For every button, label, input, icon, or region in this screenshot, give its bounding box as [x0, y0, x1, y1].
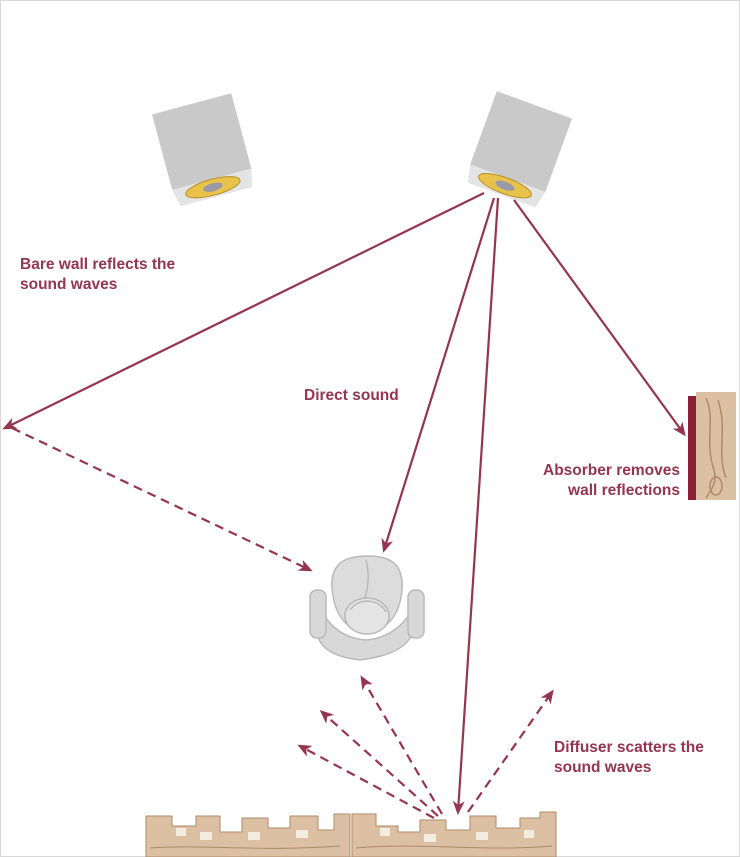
arrow-direct-sound — [381, 197, 496, 553]
absorber-label-line-2: wall reflections — [568, 482, 680, 499]
scatter-arrow-3 — [360, 675, 443, 815]
diffuser-label-line-1: Diffuser scatters the — [554, 739, 704, 756]
diffuser-label: Diffuser scatters the sound waves — [554, 738, 704, 778]
scatter-arrow-4 — [467, 689, 554, 813]
absorber-label-line-1: Absorber removes — [543, 462, 680, 479]
wood-absorber-icon — [688, 392, 736, 500]
right-speaker-icon — [467, 91, 573, 208]
wood-diffuser-icon — [145, 811, 557, 857]
arrow-to-diffuser — [452, 197, 500, 815]
diffuser-label-line-2: sound waves — [554, 759, 652, 776]
reflection-arrow — [11, 427, 313, 572]
left-speaker-icon — [152, 93, 253, 207]
arrow-to-absorber — [513, 199, 686, 437]
bare-wall-label-line-1: Bare wall reflects the — [20, 256, 176, 273]
arrow-to-bare-wall — [2, 192, 485, 430]
listener-icon — [309, 555, 425, 661]
absorber-label: Absorber removes wall reflections — [520, 461, 680, 501]
scatter-arrow-1 — [297, 744, 435, 819]
bare-wall-label: Bare wall reflects the sound waves — [20, 255, 175, 295]
direct-sound-label: Direct sound — [304, 387, 399, 404]
scatter-arrow-2 — [319, 709, 439, 817]
bare-wall-label-line-2: sound waves — [20, 276, 118, 293]
